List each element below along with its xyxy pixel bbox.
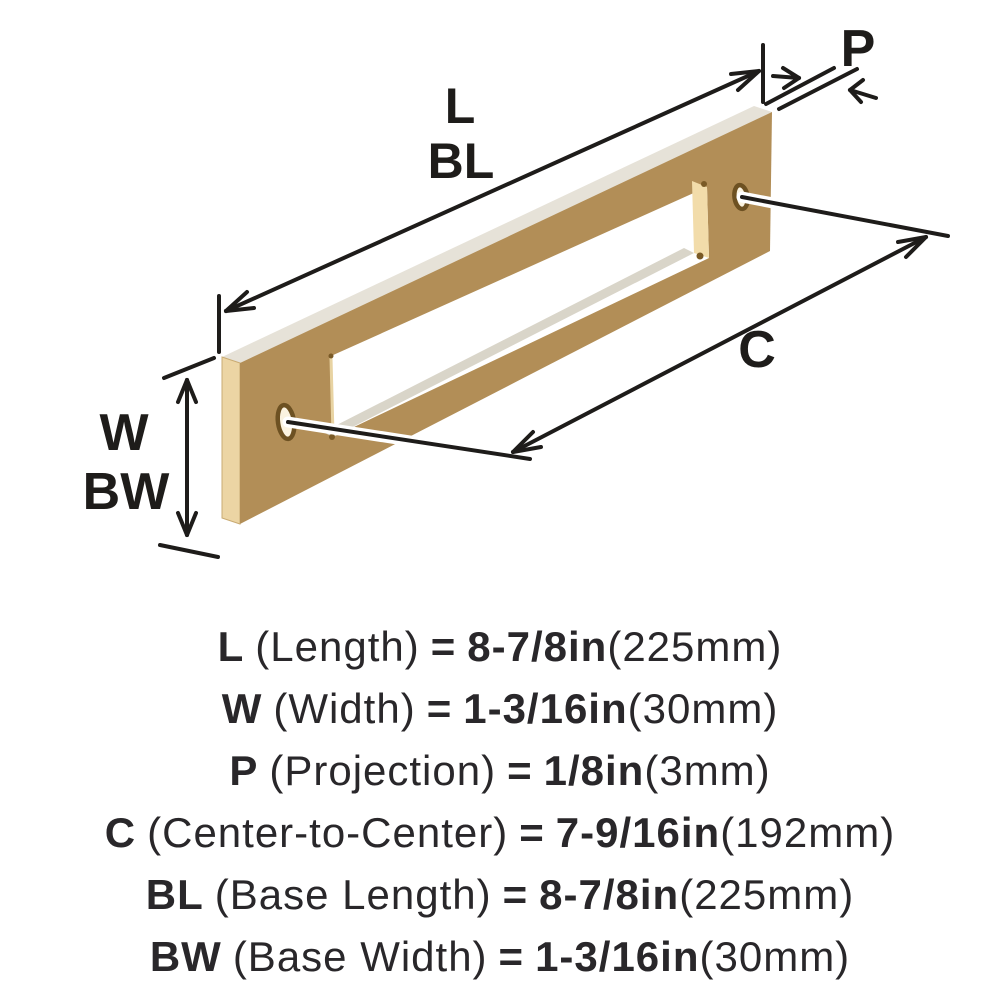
legend-name: (Base Length) <box>214 871 492 918</box>
cutout-corner-speck <box>696 252 704 260</box>
label-base-width: BW <box>83 463 171 521</box>
legend-equals: = <box>502 871 529 918</box>
cutout-inner-bottom-highlight <box>323 248 694 437</box>
legend-symbol: W <box>221 685 263 732</box>
label-length: L <box>445 78 476 134</box>
legend-name: (Center-to-Center) <box>147 809 509 856</box>
legend-value-in: 1-3/16in <box>463 685 628 732</box>
pull-top-edge <box>222 106 772 363</box>
legend-row: BL(Base Length)=8-7/8in(225mm) <box>0 864 1000 926</box>
dim-width <box>158 356 220 559</box>
legend-equals: = <box>430 623 457 670</box>
legend-value-mm: (225mm) <box>679 871 855 918</box>
label-projection: P <box>841 20 876 78</box>
legend-row: P(Projection)=1/8in(3mm) <box>0 740 1000 802</box>
legend-row: W(Width)=1-3/16in(30mm) <box>0 678 1000 740</box>
legend-value-mm: (30mm) <box>699 933 851 980</box>
legend-equals: = <box>507 747 533 794</box>
legend-value-mm: (192mm) <box>720 809 896 856</box>
legend-value-mm: (30mm) <box>627 685 779 732</box>
legend-equals: = <box>426 685 453 732</box>
legend-equals: = <box>498 933 525 980</box>
legend-name: (Length) <box>255 623 420 670</box>
legend-name: (Base Width) <box>232 933 488 980</box>
label-base-length: BL <box>428 133 495 189</box>
legend-row: L(Length)=8-7/8in(225mm) <box>0 616 1000 678</box>
legend-name: (Projection) <box>269 747 497 794</box>
pull-cutout <box>331 187 709 437</box>
label-width: W <box>99 404 149 462</box>
label-center-to-center: C <box>738 321 776 379</box>
pull-shape <box>221 106 772 525</box>
legend-value-in: 8-7/8in <box>467 623 608 670</box>
legend-value-in: 1-3/16in <box>535 933 700 980</box>
legend-symbol: BW <box>149 933 222 980</box>
cutout-corner-speck <box>329 434 335 440</box>
cutout-corner-speck <box>701 181 707 187</box>
legend-symbol: L <box>217 623 245 670</box>
legend-value-in: 8-7/8in <box>539 871 680 918</box>
hole-leader-line-left <box>286 420 532 461</box>
dim-center-to-center <box>511 235 928 454</box>
cutout-inner-left-edge <box>329 357 335 436</box>
legend-name: (Width) <box>273 685 416 732</box>
legend-symbol: P <box>229 747 259 794</box>
dimension-legend: L(Length)=8-7/8in(225mm) W(Width)=1-3/16… <box>0 616 1000 988</box>
dim-length <box>217 43 765 354</box>
legend-symbol: BL <box>145 871 204 918</box>
cutout-inner-right-face <box>692 181 709 258</box>
legend-symbol: C <box>104 809 137 856</box>
legend-value-mm: (225mm) <box>607 623 783 670</box>
legend-value-in: 1/8in <box>543 747 645 794</box>
legend-row: BW(Base Width)=1-3/16in(30mm) <box>0 926 1000 988</box>
legend-value-in: 7-9/16in <box>555 809 721 856</box>
hole-leader-line-right <box>740 195 950 238</box>
legend-value-mm: (3mm) <box>644 747 771 794</box>
legend-row: C(Center-to-Center)=7-9/16in(192mm) <box>0 802 1000 864</box>
cutout-corner-speck <box>328 353 334 359</box>
legend-equals: = <box>519 809 545 856</box>
hole-leader-lines <box>282 191 956 466</box>
pull-left-edge <box>221 356 241 525</box>
dim-projection <box>764 66 878 111</box>
